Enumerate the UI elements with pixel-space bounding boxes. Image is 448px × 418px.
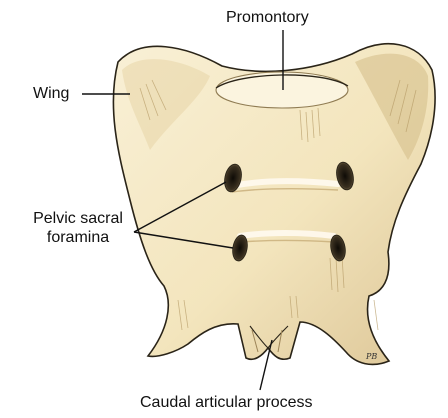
promontory-ridge xyxy=(216,72,348,108)
transverse-ridge-2 xyxy=(240,233,334,236)
label-pelvic-sacral-foramina: Pelvic sacral foramina xyxy=(4,209,152,247)
label-promontory: Promontory xyxy=(226,8,309,27)
artist-signature: PB xyxy=(366,352,377,361)
label-wing: Wing xyxy=(33,84,69,103)
label-caudal-articular-process: Caudal articular process xyxy=(140,393,313,412)
label-pelvic-line2: foramina xyxy=(4,228,152,247)
label-pelvic-line1: Pelvic sacral xyxy=(4,209,152,228)
